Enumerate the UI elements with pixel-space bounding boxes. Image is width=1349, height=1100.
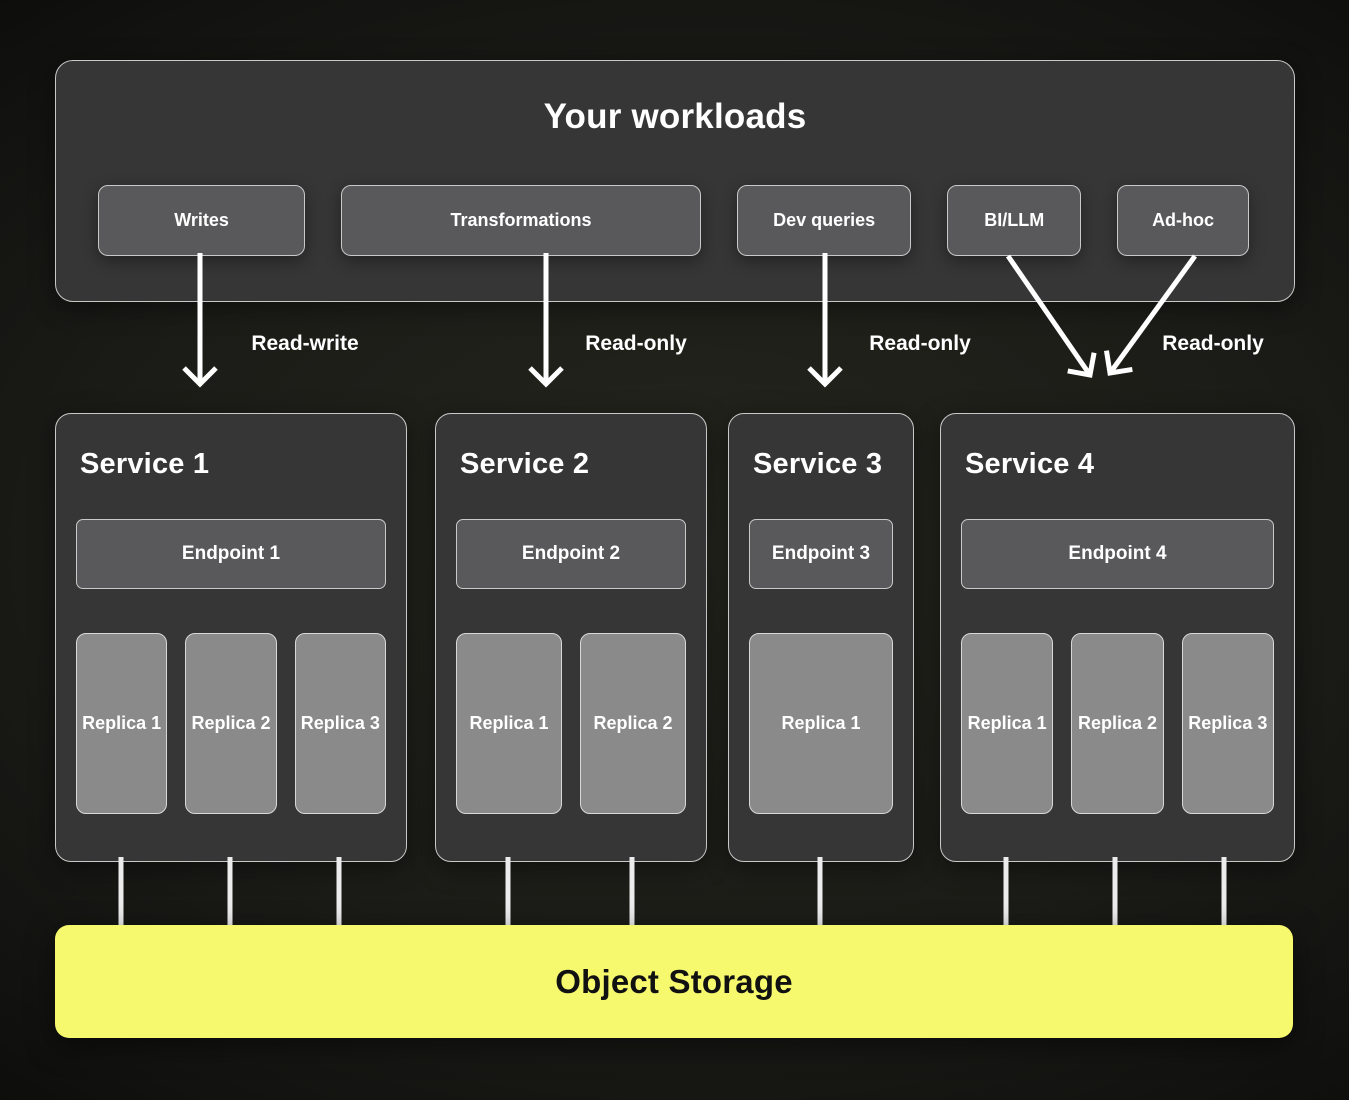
replica-box: Replica 1 [961, 633, 1054, 814]
workload-chip-bi-llm: BI/LLM [947, 185, 1082, 256]
replica-box: Replica 1 [456, 633, 562, 814]
service-4-title: Service 4 [965, 448, 1095, 480]
flow-label-read-write: Read-write [251, 332, 359, 355]
workloads-panel: Your workloads Writes Transformations De… [55, 60, 1295, 302]
service-2-title: Service 2 [460, 448, 590, 480]
flow-label-read-only-2: Read-only [869, 332, 971, 355]
replica-box: Replica 1 [76, 633, 168, 814]
replica-box: Replica 3 [294, 633, 386, 814]
workload-chip-writes: Writes [98, 185, 306, 256]
workload-chips-row: Writes Transformations Dev queries BI/LL… [56, 185, 1294, 256]
service-3-panel: Service 3 Endpoint 3 Replica 1 [728, 413, 914, 862]
replica-box: Replica 2 [185, 633, 277, 814]
service-3-endpoint: Endpoint 3 [749, 519, 893, 589]
workload-chip-ad-hoc: Ad-hoc [1117, 185, 1249, 256]
service-1-title: Service 1 [80, 448, 210, 480]
object-storage-bar: Object Storage [55, 925, 1293, 1038]
replica-box: Replica 2 [1071, 633, 1164, 814]
service-2-endpoint: Endpoint 2 [456, 519, 686, 589]
flow-label-read-only-1: Read-only [585, 332, 687, 355]
flow-label-read-only-3: Read-only [1162, 332, 1264, 355]
replica-box: Replica 3 [1181, 633, 1274, 814]
service-4-endpoint: Endpoint 4 [961, 519, 1274, 589]
workload-chip-dev-queries: Dev queries [736, 185, 912, 256]
service-3-replicas: Replica 1 [749, 633, 893, 814]
service-3-title: Service 3 [753, 448, 883, 480]
replica-box: Replica 2 [580, 633, 686, 814]
service-1-endpoint: Endpoint 1 [76, 519, 386, 589]
workloads-title: Your workloads [543, 97, 807, 136]
workload-chip-transformations: Transformations [341, 185, 701, 256]
replica-box: Replica 1 [749, 633, 893, 814]
